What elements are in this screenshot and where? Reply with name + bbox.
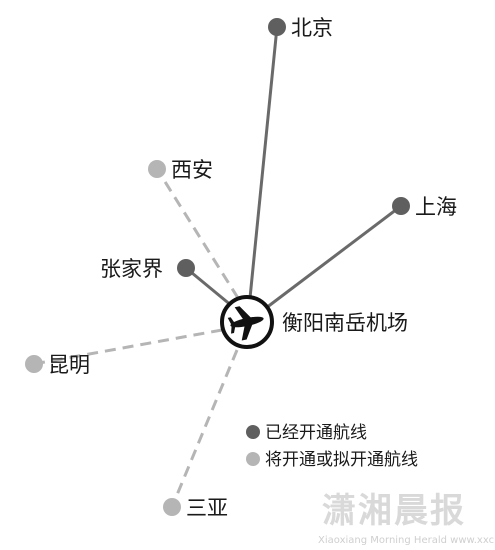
city-dot-shanghai [392,197,410,215]
route-line-beijing [248,26,279,299]
watermark-main: 潇湘晨报 [322,491,466,531]
city-dot-sanya [163,498,181,516]
legend: 已经开通航线 将开通或拟开通航线 [246,423,418,470]
city-dot-xian [148,160,166,178]
watermark: 潇湘晨报 Xiaoxiang Morning Herald www.xxcb.c… [318,491,495,546]
airplane-icon [227,306,264,341]
city-dot-kunming [25,355,43,373]
city-label-shanghai: 上海 [415,195,457,219]
route-line-zhangjiajie [185,266,233,308]
city-label-xian: 西安 [171,158,213,182]
hub-label: 衡阳南岳机场 [282,311,408,335]
route-line-kunming [33,328,223,366]
city-label-zhangjiajie: 张家界 [100,257,163,281]
watermark-sub: Xiaoxiang Morning Herald www.xxcb.cn [318,535,495,546]
route-line-xian [155,168,240,299]
legend-label-open: 已经开通航线 [265,423,367,443]
legend-label-planned: 将开通或拟开通航线 [265,450,418,470]
route-line-sanya [170,349,239,508]
legend-dot-open [246,425,260,439]
city-label-kunming: 昆明 [48,353,90,377]
city-label-sanya: 三亚 [186,496,228,520]
city-dot-beijing [268,18,286,36]
city-dot-zhangjiajie [177,259,195,277]
route-line-shanghai [265,204,402,310]
hub-marker [220,295,274,349]
city-label-beijing: 北京 [291,16,333,40]
legend-dot-planned [246,452,260,466]
